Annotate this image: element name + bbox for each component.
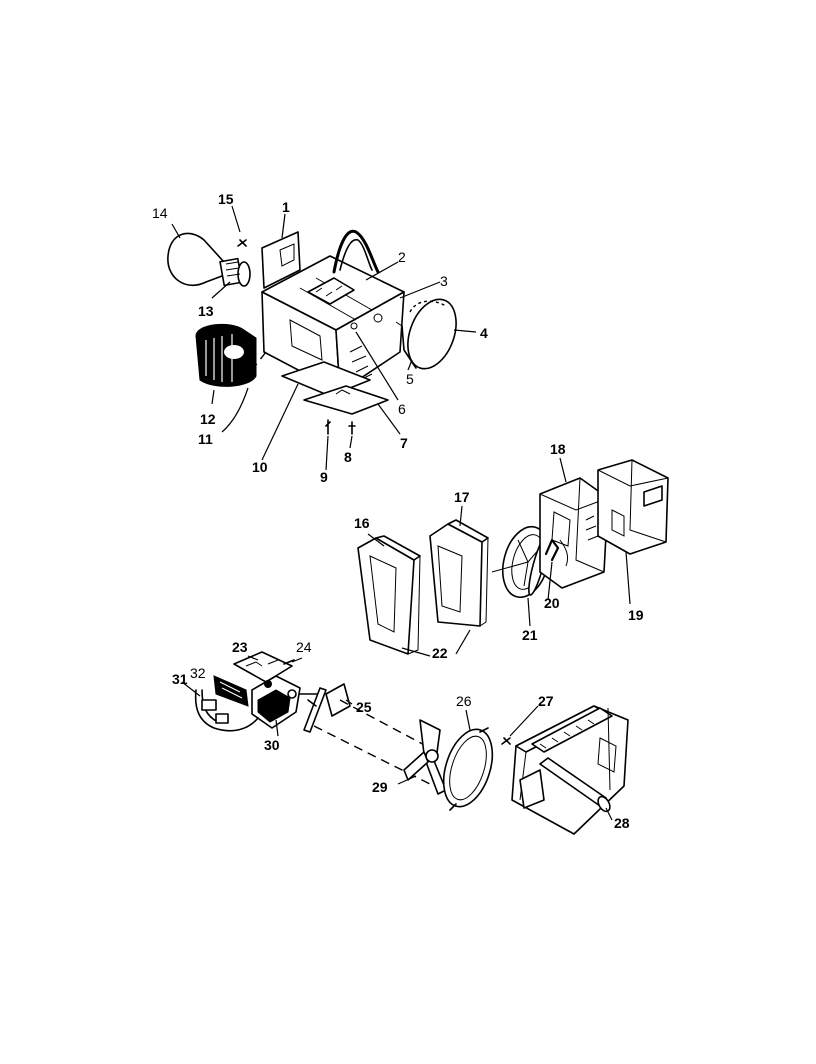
blower-motor-part: [195, 323, 257, 387]
callout-20: 20: [544, 595, 560, 611]
callout-5: 5: [406, 371, 414, 387]
mounting-strip-part: [303, 385, 389, 415]
screw-part-27: [501, 737, 511, 745]
callout-14: 14: [152, 205, 168, 221]
callout-32: 32: [190, 665, 206, 681]
screw-part-15: [237, 239, 247, 247]
evaporator-housing-part: [511, 705, 629, 835]
screw-part-9: [325, 419, 331, 435]
callout-6: 6: [398, 401, 406, 417]
middle-assembly: [357, 457, 669, 657]
callout-25: 25: [356, 699, 372, 715]
callout-16: 16: [354, 515, 370, 531]
duct-17-part: [429, 519, 489, 627]
callout-4: 4: [480, 325, 488, 341]
control-bracket-part: [213, 651, 293, 707]
callout-28: 28: [614, 815, 630, 831]
callout-labels: 1 2 3 4 5 6 7 8 9 10 11 12 13 14 15 16 1…: [152, 191, 644, 831]
shroud-ring-part: [442, 727, 494, 811]
callout-11: 11: [198, 431, 213, 447]
light-bulb-part: [167, 232, 251, 287]
callout-13: 13: [198, 303, 214, 319]
callout-29: 29: [372, 779, 388, 795]
callout-1: 1: [282, 199, 290, 215]
callout-22: 22: [432, 645, 448, 661]
round-cover-part: [395, 298, 457, 370]
callout-26: 26: [456, 693, 472, 709]
callout-19: 19: [628, 607, 644, 623]
callout-10: 10: [252, 459, 268, 475]
callout-8: 8: [344, 449, 352, 465]
callout-12: 12: [200, 411, 216, 427]
callout-31: 31: [172, 671, 188, 687]
callout-3: 3: [440, 273, 448, 289]
callout-23: 23: [232, 639, 248, 655]
callout-9: 9: [320, 469, 328, 485]
callout-21: 21: [522, 627, 538, 643]
motor-part: [251, 675, 321, 729]
duct-16-part: [357, 535, 421, 655]
screw-part-8: [348, 421, 356, 435]
cover-box-19-part: [597, 459, 669, 555]
callout-18: 18: [550, 441, 566, 457]
wiring-harness-part: [194, 689, 259, 732]
screw-part-24: [283, 659, 295, 665]
callout-7: 7: [400, 435, 408, 451]
clip-part-20: [544, 538, 560, 562]
bracket-part-25: [325, 683, 351, 717]
top-assembly: [167, 205, 477, 471]
callout-15: 15: [218, 191, 234, 207]
terminal-block-part: [307, 229, 380, 305]
fan-blade-part: [403, 719, 447, 795]
callout-30: 30: [264, 737, 280, 753]
callout-24: 24: [296, 639, 312, 655]
bottom-assembly: [181, 651, 629, 835]
callout-2: 2: [398, 249, 406, 265]
callout-27: 27: [538, 693, 554, 709]
callout-17: 17: [454, 489, 470, 505]
